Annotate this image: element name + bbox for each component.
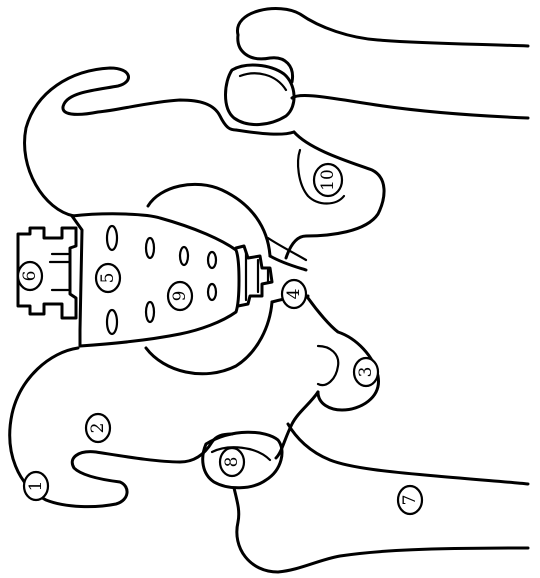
label-1: 1	[26, 481, 46, 492]
label-2: 2	[88, 423, 108, 434]
lower-femur	[203, 424, 528, 572]
label-7: 7	[400, 495, 420, 506]
coccyx	[236, 246, 272, 306]
label-10: 10	[318, 169, 338, 191]
pelvic-inlet	[146, 184, 272, 373]
label-8: 8	[222, 457, 242, 468]
upper-femur	[226, 9, 529, 125]
label-9: 9	[170, 291, 190, 302]
label-3: 3	[356, 367, 376, 378]
label-4: 4	[284, 289, 304, 300]
label-6: 6	[20, 271, 40, 282]
label-5: 5	[98, 273, 118, 284]
